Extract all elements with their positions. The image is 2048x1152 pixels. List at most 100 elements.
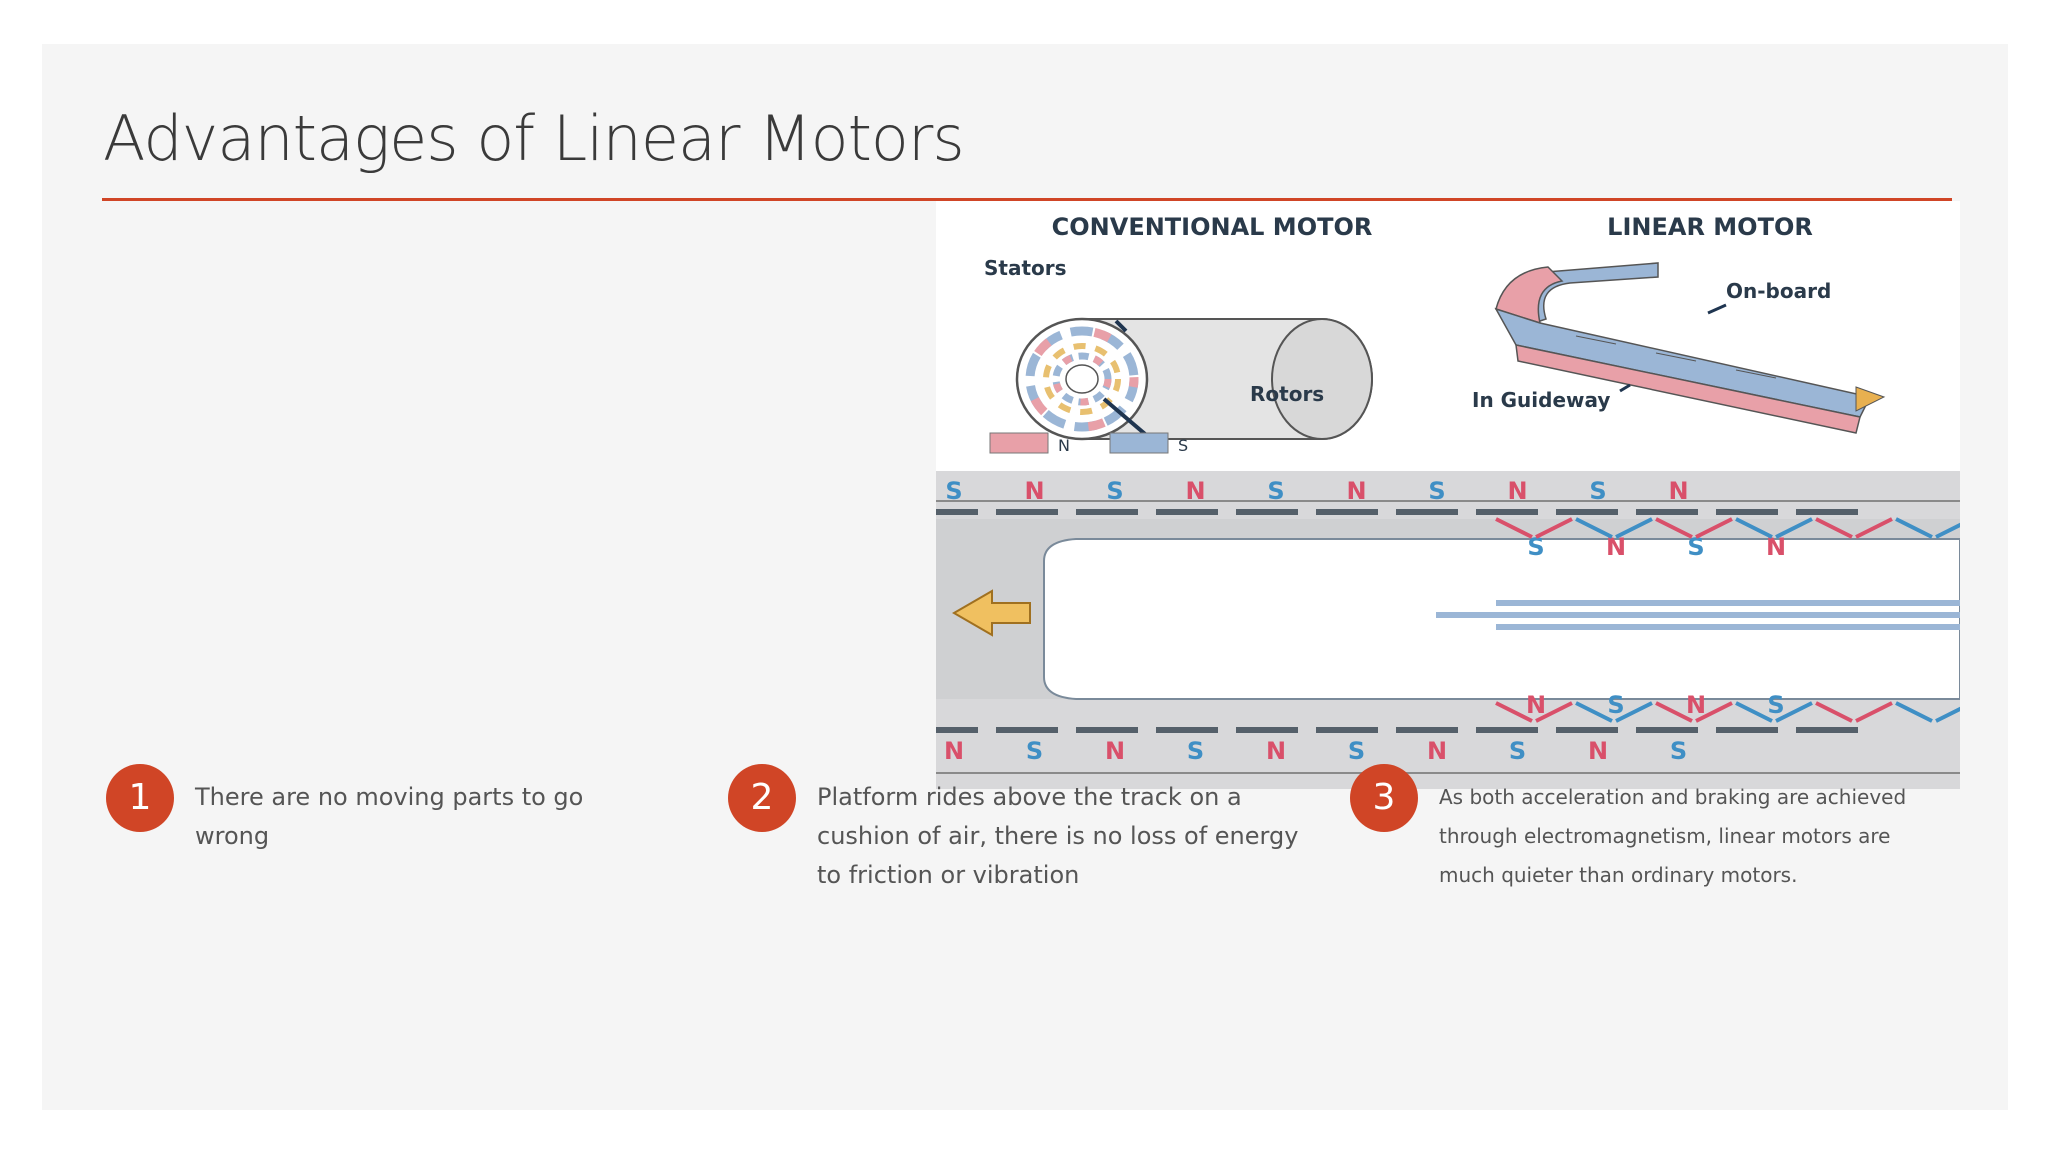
track-pole-s: S [1348, 737, 1365, 765]
track-bar [1236, 509, 1298, 515]
lower-flux-arrow [1855, 701, 1893, 723]
upper-flux-arrow [1895, 517, 1933, 539]
advantage-text: There are no moving parts to go wrong [195, 783, 584, 850]
track-pole-n: N [1346, 477, 1366, 505]
track-bar [996, 727, 1058, 733]
upper-flux-arrow [1575, 517, 1613, 539]
track-pole-s: S [1670, 737, 1687, 765]
track-bar [1396, 509, 1458, 515]
track-pole-s: S [1589, 477, 1606, 505]
lower-flux-arrow [1535, 701, 1573, 723]
track-bar [1076, 509, 1138, 515]
advantage-text: Platform rides above the track on a cush… [817, 783, 1299, 889]
track-bar [1156, 509, 1218, 515]
track-pole-n: N [1507, 477, 1527, 505]
conventional-motor-heading: CONVENTIONAL MOTOR [1052, 213, 1373, 241]
track-pole-n: N [1105, 737, 1125, 765]
track-bar [996, 509, 1058, 515]
stators-label: Stators [984, 256, 1067, 280]
lower-flux-arrow [1575, 701, 1613, 723]
track-bar [936, 509, 978, 515]
track-pole-n: N [1668, 477, 1688, 505]
track-pole-n: N [1427, 737, 1447, 765]
track-bar [1076, 727, 1138, 733]
lower-flux-arrow [1775, 701, 1813, 723]
lower-flux-arrow [1895, 701, 1933, 723]
train-pole-n: N [1606, 533, 1626, 561]
track-bar [1316, 509, 1378, 515]
track-bar [1796, 727, 1858, 733]
lower-flux-arrow [1815, 701, 1853, 723]
lower-flux-arrow [1735, 701, 1773, 723]
lower-flux-arrow [1495, 701, 1533, 723]
upper-flux-arrow [1935, 522, 1960, 539]
track-pole-s: S [945, 477, 962, 505]
track-pole-s: S [1267, 477, 1284, 505]
track-bar [1316, 727, 1378, 733]
track-bar [1636, 509, 1698, 515]
conventional-motor-illustration [1015, 317, 1373, 447]
upper-flux-arrow [1535, 517, 1573, 539]
track-pole-n: N [1588, 737, 1608, 765]
flux-arrows [1495, 517, 1960, 723]
train-pole-s: S [1607, 691, 1624, 719]
title-underline [102, 198, 1952, 201]
rotors-label: Rotors [1250, 382, 1324, 406]
slide-title: Advantages of Linear Motors [103, 102, 965, 175]
track-pole-s: S [1106, 477, 1123, 505]
track-bar [1796, 509, 1858, 515]
train-pole-s: S [1767, 691, 1784, 719]
onboard-label: On-board [1726, 279, 1831, 303]
upper-flux-arrow [1695, 517, 1733, 539]
lower-flux-arrow [1615, 701, 1653, 723]
track-bar [1716, 509, 1778, 515]
lower-flux-arrow [1935, 706, 1960, 723]
track-pole-s: S [1026, 737, 1043, 765]
track-bar [1396, 727, 1458, 733]
upper-flux-arrow [1655, 517, 1693, 539]
upper-flux-arrow [1855, 517, 1893, 539]
advantage-number-badge: 1 [106, 764, 174, 832]
train-pole-n: N [1526, 691, 1546, 719]
legend-n-label: N [1058, 436, 1070, 455]
maglev-track-section [936, 471, 1960, 789]
upper-flux-arrow [1615, 517, 1653, 539]
track-pole-n: N [1185, 477, 1205, 505]
track-bar [1636, 727, 1698, 733]
track-pole-n: N [944, 737, 964, 765]
track-pole-s: S [1187, 737, 1204, 765]
motor-diagram: CONVENTIONAL MOTOR LINEAR MOTOR Stators … [936, 201, 1960, 789]
train-pole-s: S [1687, 533, 1704, 561]
slide: Advantages of Linear Motors CONVENTIONAL… [42, 44, 2008, 1110]
lower-flux-arrow [1655, 701, 1693, 723]
legend-s-swatch [1109, 432, 1169, 454]
advantage-text: As both acceleration and braking are ach… [1439, 785, 1907, 887]
train-pole-s: S [1527, 533, 1544, 561]
track-bar [1556, 727, 1618, 733]
track-bar [1156, 727, 1218, 733]
lower-flux-arrow [1695, 701, 1733, 723]
legend-s-label: S [1178, 436, 1188, 455]
track-bars [936, 509, 1858, 733]
track-pole-n: N [1024, 477, 1044, 505]
upper-flux-arrow [1495, 517, 1533, 539]
advantage-number-badge: 2 [728, 764, 796, 832]
train-pole-n: N [1766, 533, 1786, 561]
track-pole-s: S [1428, 477, 1445, 505]
legend-n-swatch [989, 432, 1049, 454]
upper-flux-arrow [1735, 517, 1773, 539]
upper-flux-arrow [1815, 517, 1853, 539]
track-bar [936, 727, 978, 733]
track-bar [1716, 727, 1778, 733]
train-pole-n: N [1686, 691, 1706, 719]
linear-motor-illustration [1494, 262, 1886, 434]
track-bar [1556, 509, 1618, 515]
track-pole-s: S [1509, 737, 1526, 765]
track-pole-n: N [1266, 737, 1286, 765]
linear-motor-heading: LINEAR MOTOR [1607, 213, 1813, 241]
track-bar [1476, 727, 1538, 733]
track-bar [1476, 509, 1538, 515]
upper-flux-arrow [1775, 517, 1813, 539]
advantage-number-badge: 3 [1350, 764, 1418, 832]
